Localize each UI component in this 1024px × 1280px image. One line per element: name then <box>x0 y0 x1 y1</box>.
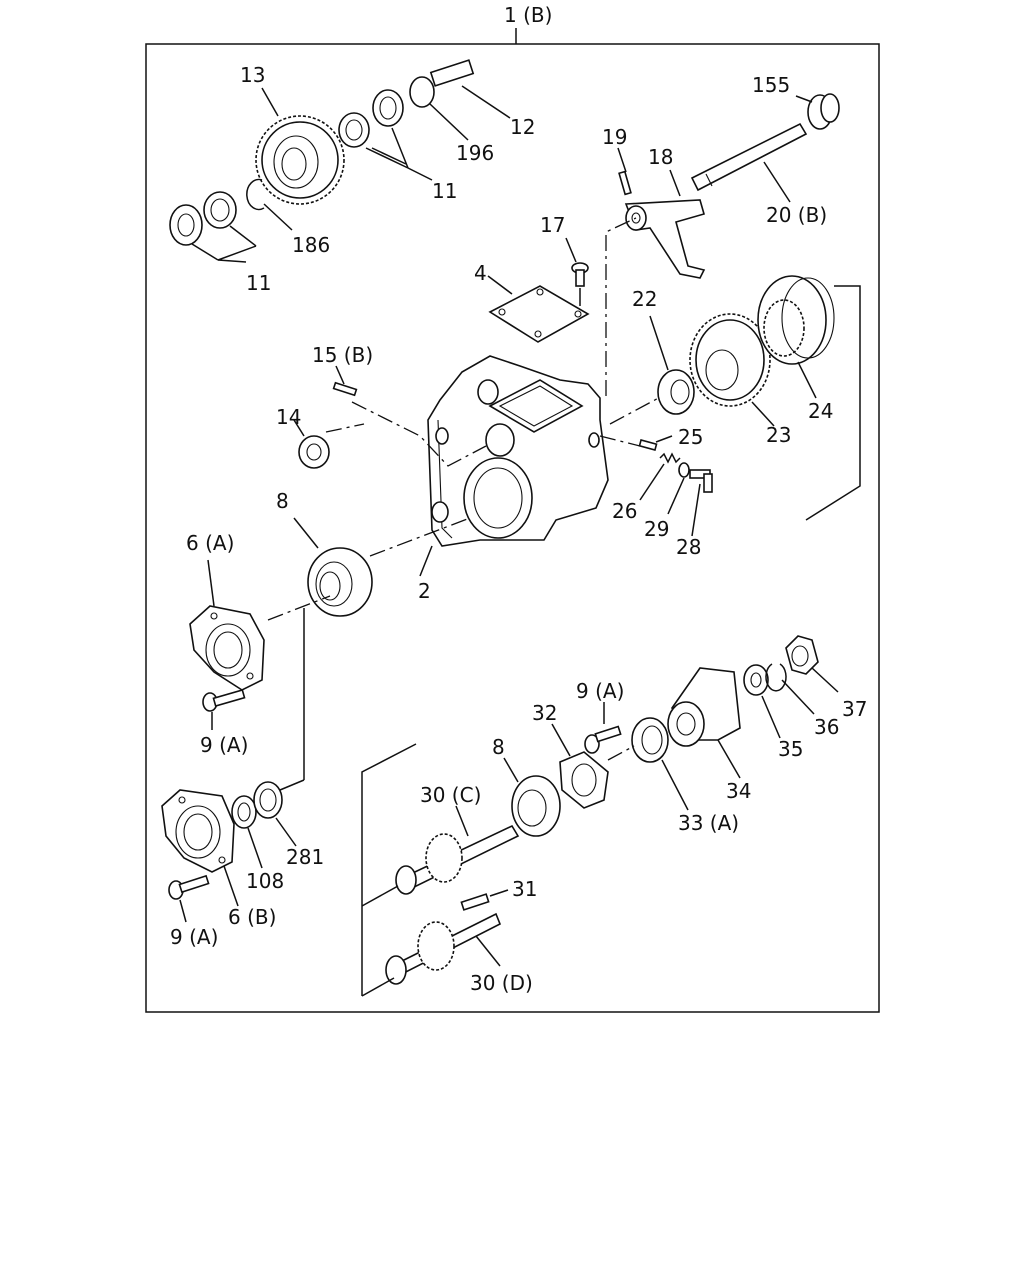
label-186: 186 <box>292 233 330 257</box>
label-24: 24 <box>808 399 833 423</box>
label-281: 281 <box>286 845 324 869</box>
ring-29 <box>678 462 690 478</box>
label-18: 18 <box>648 145 673 169</box>
label-14: 14 <box>276 405 301 429</box>
bolt-9a-center <box>584 725 622 754</box>
label-6a: 6 (A) <box>186 531 234 555</box>
ring-196 <box>409 76 435 108</box>
label-30d: 30 (D) <box>470 971 533 995</box>
label-35: 35 <box>778 737 803 761</box>
label-196: 196 <box>456 141 494 165</box>
label-108: 108 <box>246 869 284 893</box>
label-23: 23 <box>766 423 791 447</box>
shift-shaft-20b <box>690 122 808 192</box>
label-8-lower: 8 <box>492 735 505 759</box>
label-31: 31 <box>512 877 537 901</box>
bolt-9a-lower <box>168 874 210 900</box>
label-25: 25 <box>678 425 703 449</box>
pin-12 <box>429 59 475 87</box>
diagram-frame <box>145 43 880 1013</box>
bolt-17 <box>571 262 589 287</box>
label-9a-left: 9 (A) <box>200 733 248 757</box>
cover-6a <box>189 605 265 691</box>
label-32: 32 <box>532 701 557 725</box>
gear-23 <box>689 313 771 407</box>
washer-22 <box>657 369 695 415</box>
label-9a-lower: 9 (A) <box>170 925 218 949</box>
label-12: 12 <box>510 115 535 139</box>
label-17: 17 <box>540 213 565 237</box>
pin-19 <box>618 170 632 196</box>
label-37: 37 <box>842 697 867 721</box>
label-15b: 15 (B) <box>312 343 373 367</box>
gear-13 <box>255 115 345 205</box>
sleeve-155 <box>807 93 840 130</box>
label-8-upper: 8 <box>276 489 289 513</box>
label-11-left: 11 <box>246 271 271 295</box>
pin-25 <box>638 439 658 451</box>
plate-32 <box>559 751 609 809</box>
snap-ring-36 <box>765 663 787 692</box>
flange-34 <box>667 667 741 747</box>
label-30c: 30 (C) <box>420 783 481 807</box>
label-33a: 33 (A) <box>678 811 739 835</box>
label-9a-center: 9 (A) <box>576 679 624 703</box>
label-13: 13 <box>240 63 265 87</box>
spring-26 <box>659 452 681 464</box>
pin-15b <box>332 381 358 397</box>
label-11-right: 11 <box>432 179 457 203</box>
shaft-30c <box>395 824 520 895</box>
label-34: 34 <box>726 779 751 803</box>
label-20b: 20 (B) <box>766 203 827 227</box>
bearing-8-upper <box>307 547 373 617</box>
label-19: 19 <box>602 125 627 149</box>
cover-plate-4 <box>488 285 590 343</box>
seal-14 <box>298 435 330 469</box>
cover-6b <box>161 789 235 873</box>
sleeve-24 <box>757 275 835 365</box>
nut-37 <box>785 635 819 675</box>
key-31 <box>460 893 490 911</box>
ring-281 <box>253 781 283 819</box>
case-housing-2 <box>427 355 609 547</box>
label-assembly: 1 (B) <box>504 3 552 27</box>
oil-seal-108 <box>231 795 257 829</box>
label-6b: 6 (B) <box>228 905 276 929</box>
bolt-28 <box>689 469 713 493</box>
label-22: 22 <box>632 287 657 311</box>
bearing-11-right <box>338 89 404 148</box>
label-2: 2 <box>418 579 431 603</box>
bearing-11-left <box>169 191 237 246</box>
label-36: 36 <box>814 715 839 739</box>
oil-seal-33a <box>631 717 669 763</box>
shaft-30d <box>385 912 502 985</box>
shift-fork-18 <box>624 199 706 279</box>
label-155: 155 <box>752 73 790 97</box>
label-29: 29 <box>644 517 669 541</box>
label-4: 4 <box>474 261 487 285</box>
label-26: 26 <box>612 499 637 523</box>
bolt-9a-left <box>202 689 246 712</box>
bearing-8-lower <box>511 775 561 837</box>
label-28: 28 <box>676 535 701 559</box>
washer-35 <box>743 664 769 696</box>
snap-ring-186 <box>246 178 265 211</box>
